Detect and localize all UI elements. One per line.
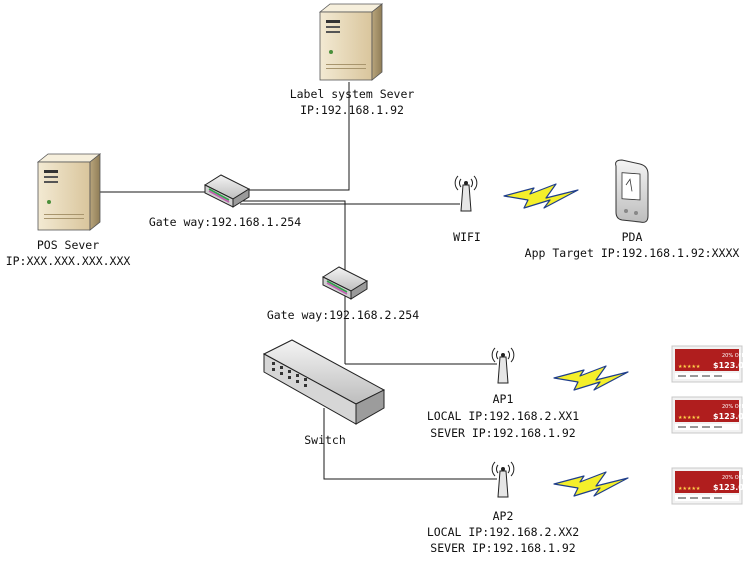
- ap2-wireless-lightning-icon: [553, 471, 629, 497]
- pos-server-icon: [37, 153, 101, 231]
- ap2-server-ip: SEVER IP:192.168.1.92: [430, 541, 575, 555]
- pos-server-name: POS Sever: [37, 238, 99, 252]
- wireless-link-lightning-icon: [503, 183, 579, 209]
- esl-tag-badge: 20% OFF: [722, 353, 745, 359]
- esl-price-tag-3: 20% OFF $123.00 ★★★★★: [671, 467, 750, 505]
- esl-tag-price: $123.00: [713, 361, 750, 370]
- esl-tag-stars: ★★★★★: [678, 364, 701, 370]
- wire-gateway1-to-gateway2: [240, 200, 346, 280]
- label-server-icon: [319, 3, 383, 81]
- ap2-name: AP2: [493, 509, 514, 523]
- label-server-ip: IP:192.168.1.92: [300, 103, 404, 117]
- esl-price-tag-2: 20% OFF $123.00 ★★★★★: [671, 396, 750, 434]
- gateway2-router-icon: [322, 266, 368, 300]
- ap1-local-ip: LOCAL IP:192.168.2.XX1: [427, 409, 579, 423]
- esl-tag-badge: 20% OFF: [722, 404, 745, 410]
- label-server-name: Label system Sever: [290, 87, 415, 101]
- wire-switch-to-ap2: [323, 408, 497, 480]
- wires: [100, 82, 497, 480]
- esl-tag-stars: ★★★★★: [678, 486, 701, 492]
- gateway1-label: Gate way:192.168.1.254: [149, 215, 301, 229]
- wifi-label: WIFI: [453, 230, 481, 244]
- ap1-antenna-icon: [491, 347, 515, 384]
- pda-name: PDA: [622, 230, 643, 244]
- gateway1-router-icon: [204, 174, 250, 208]
- gateway2-label: Gate way:192.168.2.254: [267, 308, 419, 322]
- ap1-server-ip: SEVER IP:192.168.1.92: [430, 426, 575, 440]
- pda-target-ip: App Target IP:192.168.1.92:XXXX: [525, 246, 740, 260]
- esl-tag-badge: 20% OFF: [722, 475, 745, 481]
- wire-label-server-to-gateway1: [232, 82, 350, 191]
- switch-icon: [262, 339, 386, 425]
- ap1-name: AP1: [493, 392, 514, 406]
- esl-tag-price: $123.00: [713, 483, 750, 492]
- esl-tag-stars: ★★★★★: [678, 415, 701, 421]
- ap2-local-ip: LOCAL IP:192.168.2.XX2: [427, 525, 579, 539]
- pos-server-ip: IP:XXX.XXX.XXX.XXX: [6, 254, 131, 268]
- esl-tag-price: $123.00: [713, 412, 750, 421]
- esl-price-tag-1: 20% OFF $123.00 ★★★★★: [671, 345, 750, 383]
- switch-label: Switch: [304, 433, 346, 447]
- pda-device-icon: [615, 159, 649, 223]
- ap1-wireless-lightning-icon: [553, 365, 629, 391]
- wifi-antenna-icon: [454, 175, 478, 212]
